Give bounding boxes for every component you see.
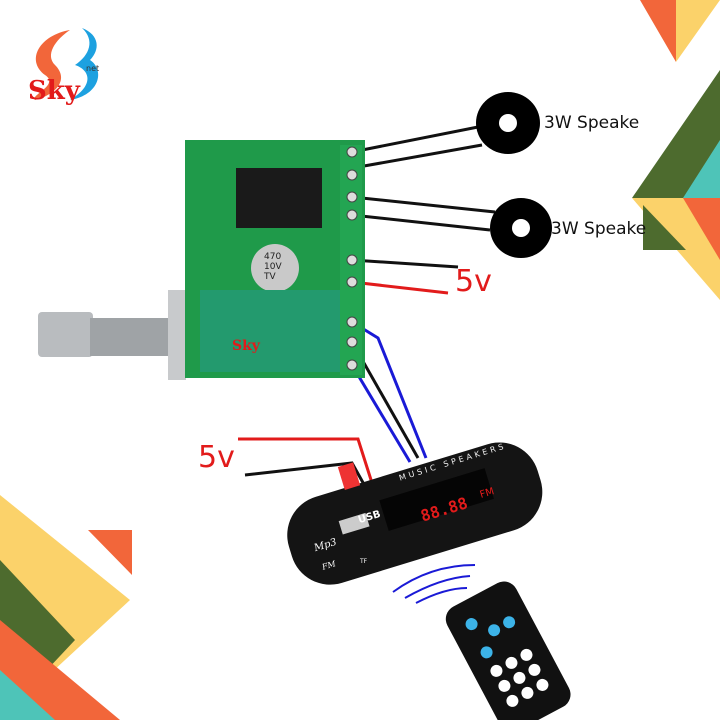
board-logo-text: Sky xyxy=(232,338,260,354)
speaker-2-label: 3W Speake xyxy=(551,219,647,239)
power-label-mp3: 5v xyxy=(198,440,235,475)
capacitor-value: 470 xyxy=(264,252,282,262)
speaker-2 xyxy=(490,198,552,258)
ir-signal-waves xyxy=(392,564,476,604)
tf-label: TF xyxy=(360,558,368,565)
speaker-1-label: 3W Speake xyxy=(544,113,640,133)
speaker-1 xyxy=(476,92,540,154)
power-label-amp: 5v xyxy=(455,264,492,299)
amplifier-board xyxy=(185,140,365,378)
logo-superscript: net xyxy=(86,64,100,73)
decor-right xyxy=(632,0,720,300)
decor-left xyxy=(0,495,132,720)
capacitor-brand: TV xyxy=(264,272,276,282)
logo-text: Sky xyxy=(28,76,80,106)
sky-logo xyxy=(34,28,99,100)
volume-knob[interactable] xyxy=(38,290,186,380)
mp3-module xyxy=(287,442,543,585)
capacitor-voltage: 10V xyxy=(264,262,282,272)
ir-remote[interactable] xyxy=(441,577,576,720)
